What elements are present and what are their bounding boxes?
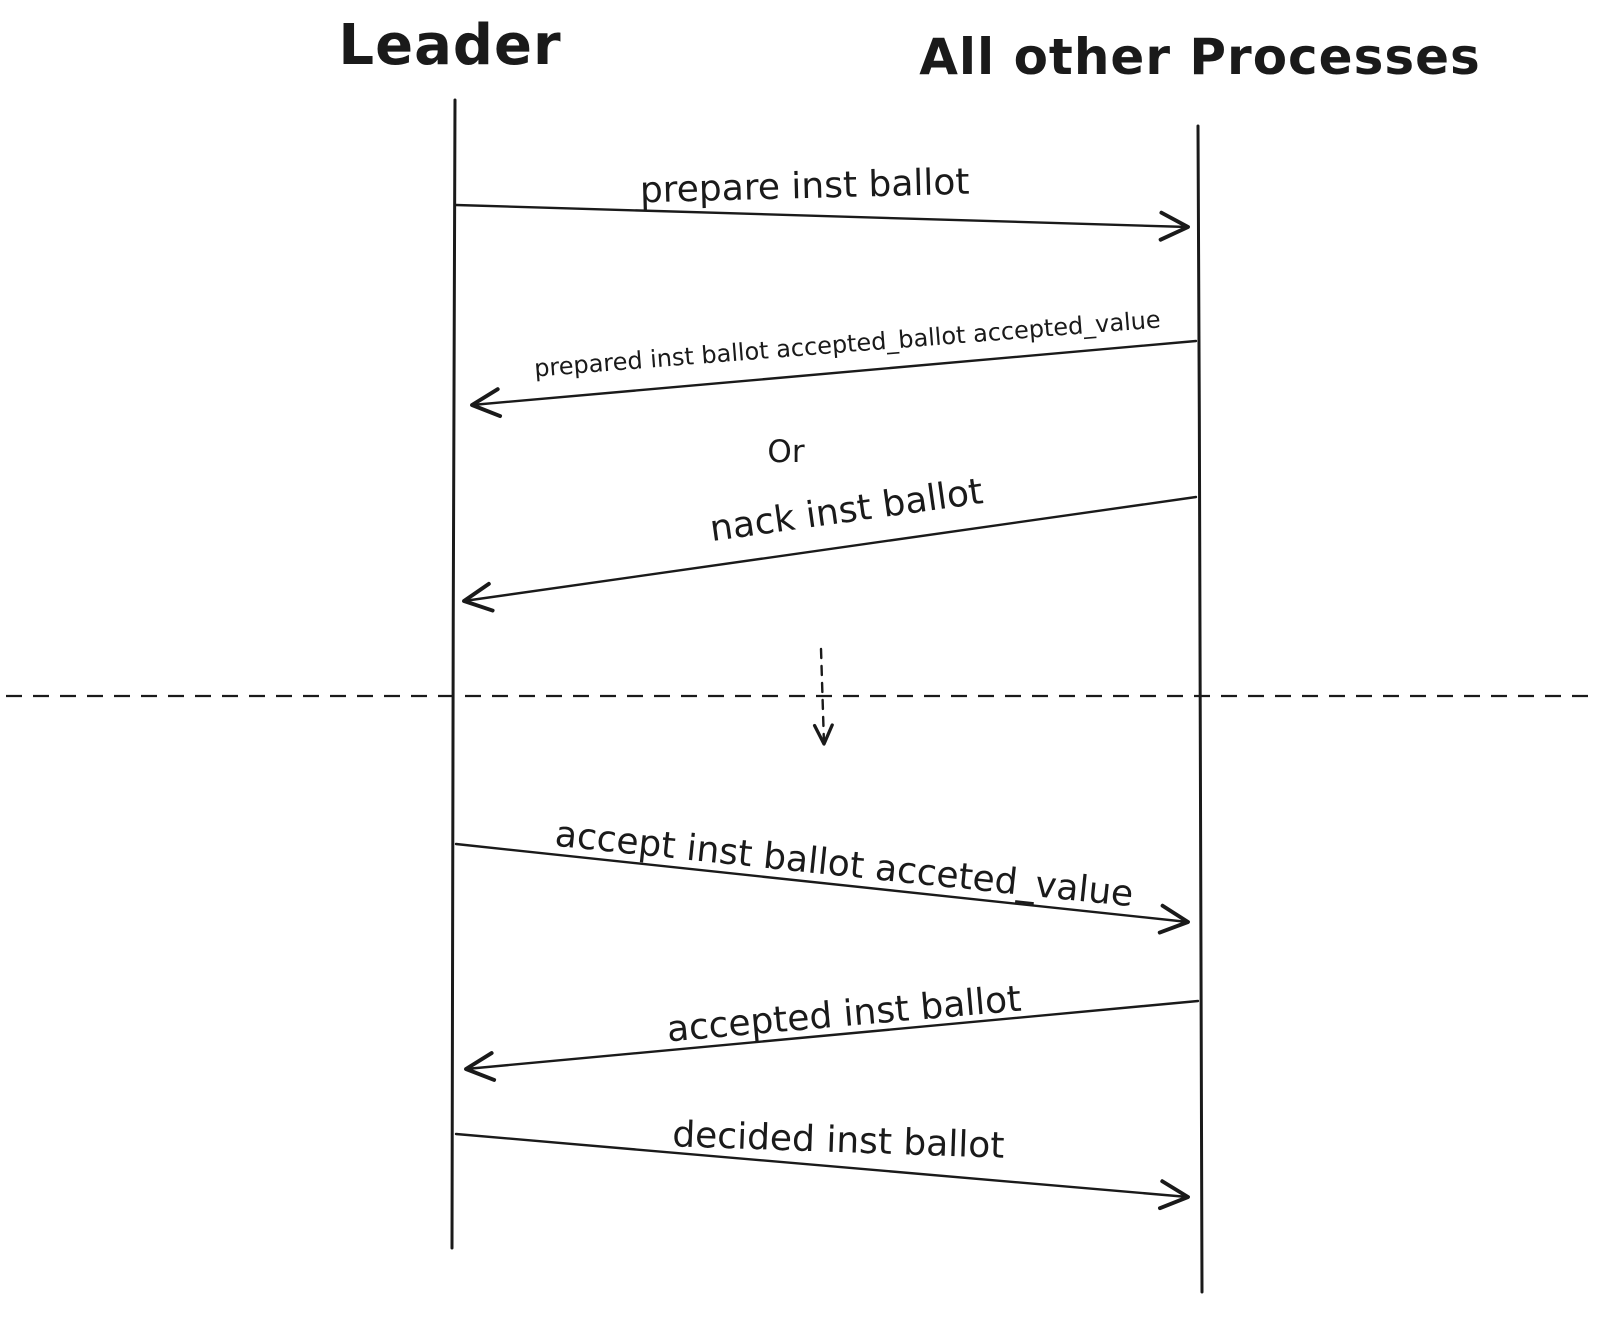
message-arrow-accept — [454, 842, 1190, 935]
or-label: Or — [767, 434, 804, 470]
lifeline-processes — [1196, 124, 1204, 1294]
message-arrow-decided — [454, 1132, 1190, 1211]
continuation-dashed-arrow — [812, 647, 834, 746]
message-label-accepted: accepted inst ballot — [665, 979, 1023, 1051]
message-arrow-prepare — [454, 203, 1190, 242]
message-arrow-accepted — [464, 999, 1200, 1082]
lifeline-leader — [450, 98, 457, 1250]
message-label-decided: decided inst ballot — [672, 1114, 1006, 1167]
lifeline-title-processes: All other Processes — [919, 28, 1481, 86]
lifeline-title-leader: Leader — [338, 13, 561, 78]
message-label-prepare: prepare inst ballot — [639, 162, 970, 212]
message-arrow-nack — [462, 495, 1198, 613]
message-label-nack: nack inst ballot — [707, 471, 985, 550]
message-arrow-prepared — [470, 339, 1198, 419]
